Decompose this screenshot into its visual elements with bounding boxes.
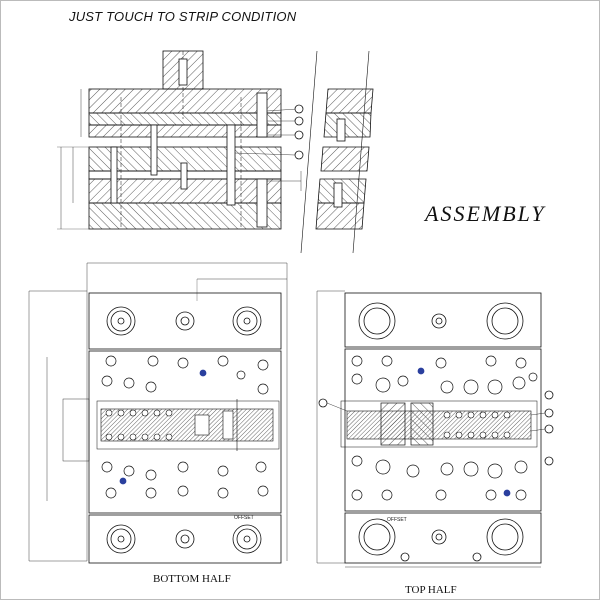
top-half-caption: TOP HALF [405, 584, 457, 596]
top-bottom-plate [344, 512, 542, 564]
assembly-title: ASSEMBLY [425, 201, 546, 226]
section-view [57, 50, 304, 230]
top-die-plate [344, 348, 542, 512]
side-section [300, 50, 374, 254]
top-half-view [316, 290, 554, 568]
bottom-top-clamp [88, 292, 282, 350]
bottom-half-caption: BOTTOM HALF [153, 573, 231, 585]
punch-holder [88, 124, 282, 138]
top-plate [88, 88, 282, 114]
bottom-half-view [28, 262, 288, 564]
bottom-plate [88, 202, 282, 230]
bottom-strip [100, 408, 274, 442]
backing-plate [88, 112, 282, 126]
top-top-plate [344, 292, 542, 348]
strip-condition-title: JUST TOUCH TO STRIP CONDITION [69, 9, 297, 24]
offset-label-top: OFFSET [387, 517, 407, 523]
top-strip [346, 410, 532, 440]
bottom-bottom-clamp [88, 514, 282, 564]
offset-label-bottom: OFFSET [234, 515, 254, 521]
